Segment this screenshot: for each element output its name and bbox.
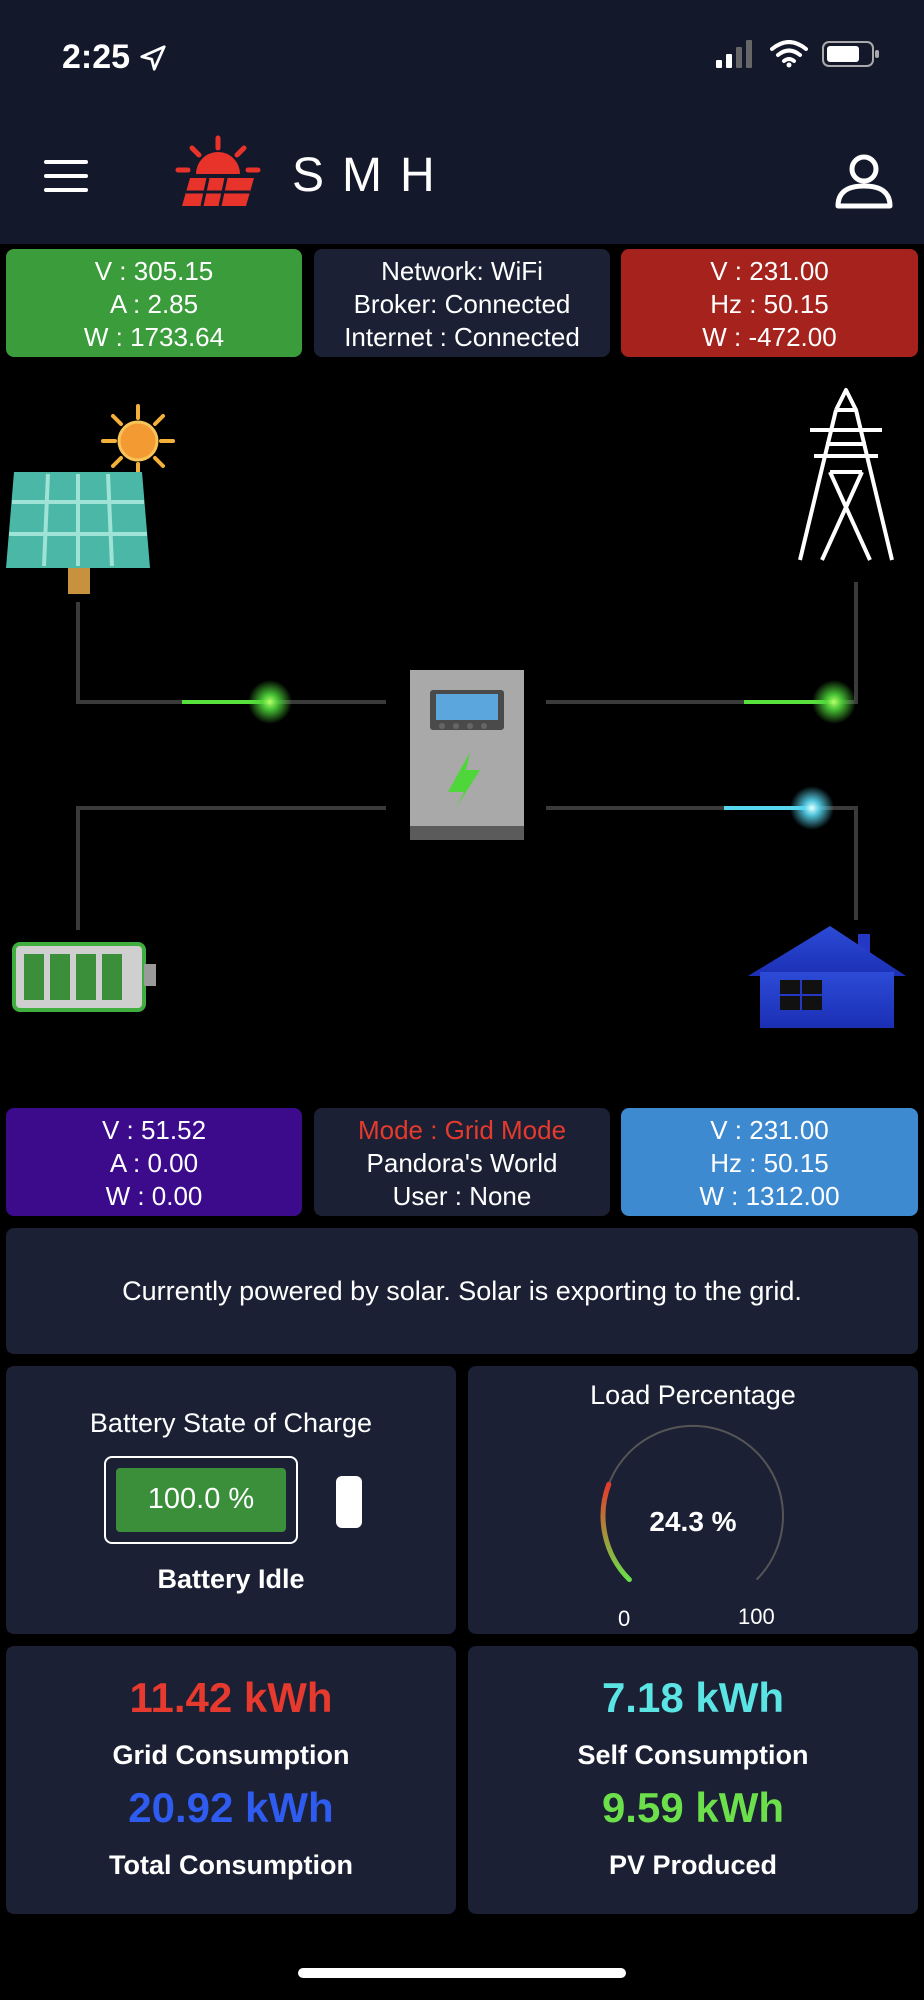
solar-flow-dot bbox=[248, 680, 292, 724]
home-indicator[interactable] bbox=[298, 1968, 626, 1978]
load-frequency: Hz : 50.15 bbox=[710, 1148, 829, 1178]
load-percentage-title: Load Percentage bbox=[590, 1380, 796, 1410]
load-flow-dot bbox=[790, 786, 834, 830]
solar-panel-icon bbox=[6, 472, 150, 594]
network-status-card: Network: WiFi Broker: Connected Internet… bbox=[314, 249, 610, 357]
grid-power: W : -472.00 bbox=[702, 322, 837, 352]
total-consumption-label: Total Consumption bbox=[109, 1850, 353, 1880]
wifi-icon bbox=[770, 40, 808, 68]
self-consumption-label: Self Consumption bbox=[577, 1740, 809, 1770]
grid-flow-dot bbox=[812, 680, 856, 724]
app-title: SMH bbox=[292, 149, 453, 202]
mode-card: Mode : Grid Mode Pandora's World User : … bbox=[314, 1108, 610, 1216]
load-percentage-panel: Load Percentage 24.3 % 0 100 bbox=[468, 1366, 918, 1634]
production-panel: 7.18 kWh Self Consumption 9.59 kWh PV Pr… bbox=[468, 1646, 918, 1914]
gauge-min-label: 0 bbox=[618, 1606, 631, 1631]
load-percentage-gauge bbox=[600, 1424, 784, 1583]
solar-readings-card: V : 305.15 A : 2.85 W : 1733.64 bbox=[6, 249, 302, 357]
gauge-max-label: 100 bbox=[738, 1604, 775, 1629]
battery-voltage: V : 51.52 bbox=[101, 1115, 207, 1145]
load-percentage-value: 24.3 % bbox=[649, 1506, 737, 1537]
transmission-tower-icon bbox=[798, 388, 894, 561]
battery-icon bbox=[12, 942, 156, 1012]
location-arrow-icon bbox=[140, 44, 166, 71]
status-time-text: 2:25 bbox=[62, 38, 131, 76]
broker-status: Broker: Connected bbox=[353, 289, 571, 319]
load-readings-card: V : 231.00 Hz : 50.15 W : 1312.00 bbox=[621, 1108, 918, 1216]
operating-mode: Mode : Grid Mode bbox=[357, 1115, 567, 1145]
load-voltage: V : 231.00 bbox=[710, 1115, 829, 1145]
battery-status-icon bbox=[822, 41, 879, 67]
menu-button[interactable] bbox=[44, 160, 88, 196]
status-bar-icons bbox=[716, 40, 880, 68]
status-message: Currently powered by solar. Solar is exp… bbox=[6, 1228, 918, 1354]
battery-current: A : 0.00 bbox=[109, 1148, 199, 1178]
battery-soc-title: Battery State of Charge bbox=[89, 1408, 373, 1438]
status-bar-time: 2:25 bbox=[62, 38, 168, 77]
grid-consumption-label: Grid Consumption bbox=[112, 1740, 350, 1770]
battery-soc-value: 100.0 % bbox=[147, 1483, 255, 1515]
grid-frequency: Hz : 50.15 bbox=[710, 289, 829, 319]
sun-logo-icon bbox=[175, 135, 261, 207]
sun-icon bbox=[101, 404, 175, 478]
pv-produced-value: 9.59 kWh bbox=[601, 1784, 785, 1831]
battery-power: W : 0.00 bbox=[105, 1181, 203, 1211]
solar-power: W : 1733.64 bbox=[83, 322, 225, 352]
house-icon bbox=[748, 926, 906, 1028]
network-type: Network: WiFi bbox=[381, 256, 543, 286]
inverter-icon bbox=[410, 670, 524, 840]
load-power: W : 1312.00 bbox=[699, 1181, 840, 1211]
pv-produced-label: PV Produced bbox=[608, 1850, 778, 1880]
consumption-panel: 11.42 kWh Grid Consumption 20.92 kWh Tot… bbox=[6, 1646, 456, 1914]
menu-icon-bar bbox=[44, 188, 88, 192]
internet-status: Internet : Connected bbox=[344, 322, 580, 352]
signal-icon bbox=[716, 40, 752, 68]
battery-soc-fill bbox=[116, 1468, 286, 1532]
grid-consumption-value: 11.42 kWh bbox=[129, 1674, 333, 1721]
self-consumption-value: 7.18 kWh bbox=[601, 1674, 785, 1721]
total-consumption-value: 20.92 kWh bbox=[128, 1784, 334, 1831]
user-icon[interactable] bbox=[834, 150, 894, 210]
menu-icon bbox=[44, 160, 88, 164]
grid-voltage: V : 231.00 bbox=[710, 256, 829, 286]
battery-readings-card: V : 51.52 A : 0.00 W : 0.00 bbox=[6, 1108, 302, 1216]
battery-soc-panel: Battery State of Charge 100.0 % Battery … bbox=[6, 1366, 456, 1634]
app-header: 2:25 bbox=[0, 0, 924, 244]
user-status: User : None bbox=[392, 1181, 532, 1211]
grid-readings-card: V : 231.00 Hz : 50.15 W : -472.00 bbox=[621, 249, 918, 357]
battery-soc-terminal bbox=[336, 1476, 362, 1528]
solar-voltage: V : 305.15 bbox=[94, 256, 214, 286]
site-name: Pandora's World bbox=[366, 1148, 558, 1178]
menu-icon-bar bbox=[44, 174, 88, 178]
energy-flow-diagram bbox=[6, 388, 906, 1028]
battery-soc-gauge: 100.0 % bbox=[104, 1456, 298, 1544]
battery-status: Battery Idle bbox=[157, 1564, 305, 1594]
solar-current: A : 2.85 bbox=[109, 289, 199, 319]
